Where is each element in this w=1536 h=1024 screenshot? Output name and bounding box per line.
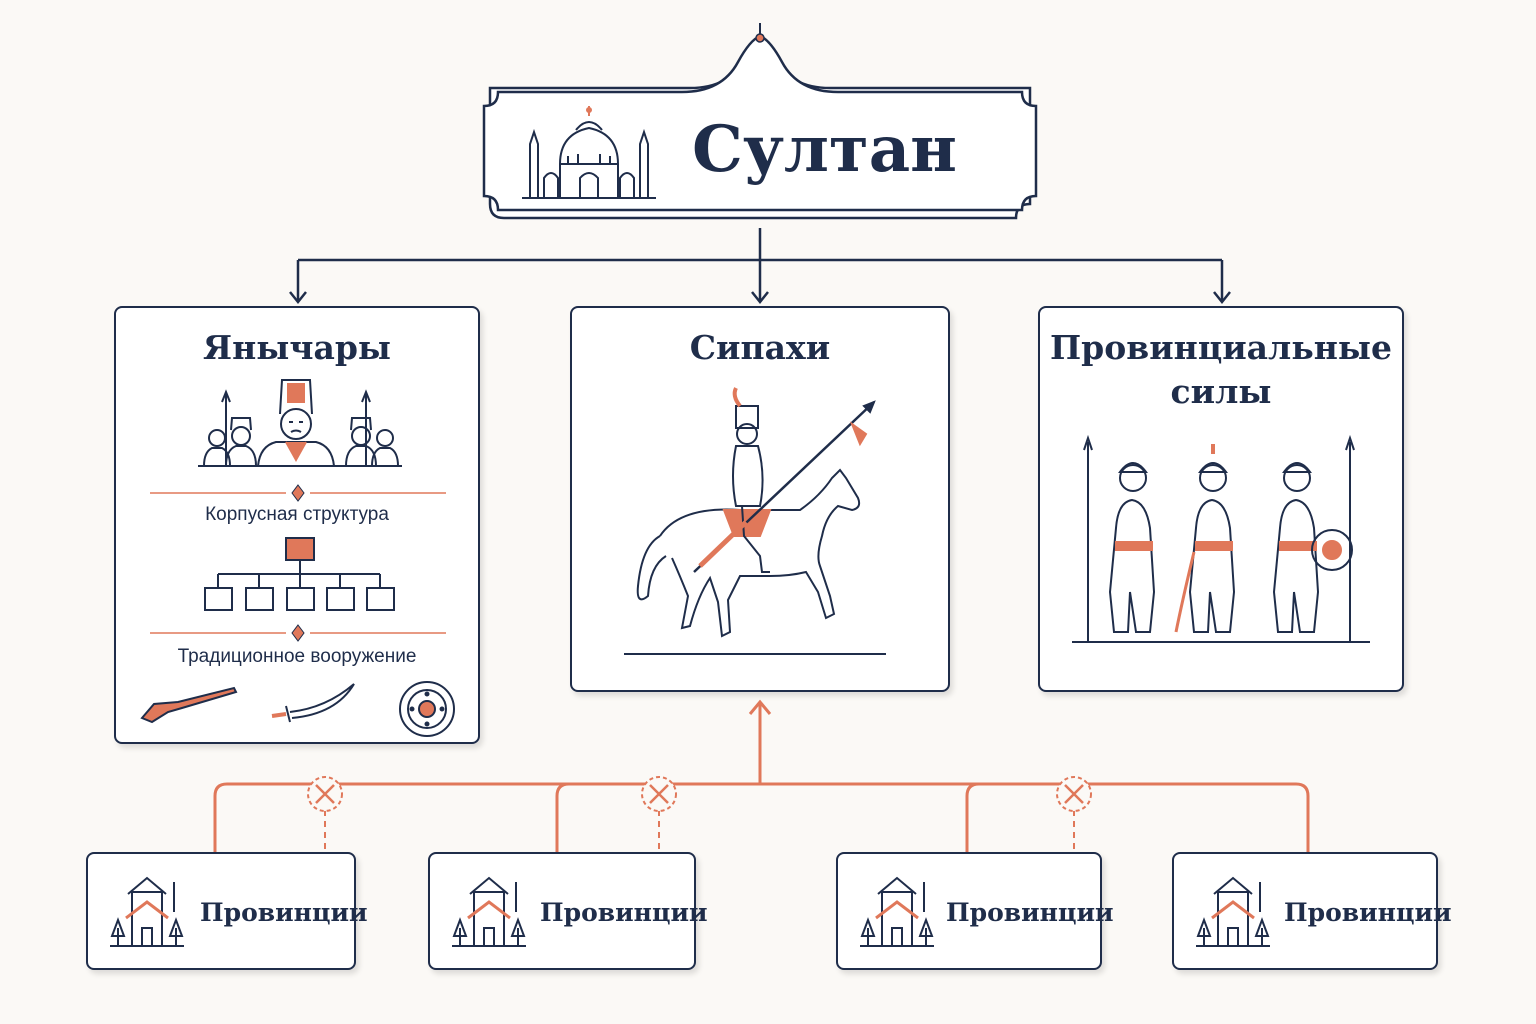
province-label: Провинции <box>1284 898 1452 927</box>
weapons-label: Традиционное вооружение <box>177 646 417 667</box>
sipahi-box: Сипахи <box>570 306 950 692</box>
musket-icon <box>140 686 238 724</box>
mosque-icon <box>522 106 656 199</box>
house-icon <box>452 876 526 947</box>
cavalryman-icon <box>624 387 886 655</box>
house-icon <box>860 876 934 947</box>
province-label: Провинции <box>200 898 368 927</box>
sultan-title: Султан <box>692 112 957 187</box>
provincial-forces-box: Провинциальные силы <box>1038 306 1404 692</box>
provincial-soldiers-icon <box>1072 434 1370 643</box>
province-box-4: Провинции <box>1172 852 1452 970</box>
provincial-title-line2: силы <box>1170 372 1272 411</box>
org-chart-icon <box>204 537 395 611</box>
corps-structure-label: Корпусная структура <box>205 504 389 525</box>
shield-icon <box>399 681 455 737</box>
province-label: Провинции <box>946 898 1114 927</box>
blocked-x-icon <box>307 776 1092 812</box>
provincial-title-line1: Провинциальные <box>1050 328 1392 367</box>
province-box-2: Провинции <box>428 852 708 970</box>
janissaries-box: Янычары Корпусная стру <box>114 306 480 744</box>
sword-icon <box>271 683 355 723</box>
house-icon <box>1196 876 1270 947</box>
province-label: Провинции <box>540 898 708 927</box>
ornament-divider <box>150 484 446 502</box>
sipahi-title: Сипахи <box>689 328 831 367</box>
province-box-3: Провинции <box>836 852 1114 970</box>
province-box-1: Провинции <box>86 852 368 970</box>
ornament-divider-2 <box>150 624 446 642</box>
janissary-group-icon <box>198 379 402 467</box>
sultan-connectors <box>289 228 1231 305</box>
janissaries-title: Янычары <box>202 328 392 367</box>
house-icon <box>110 876 184 947</box>
province-connectors <box>213 699 1310 852</box>
